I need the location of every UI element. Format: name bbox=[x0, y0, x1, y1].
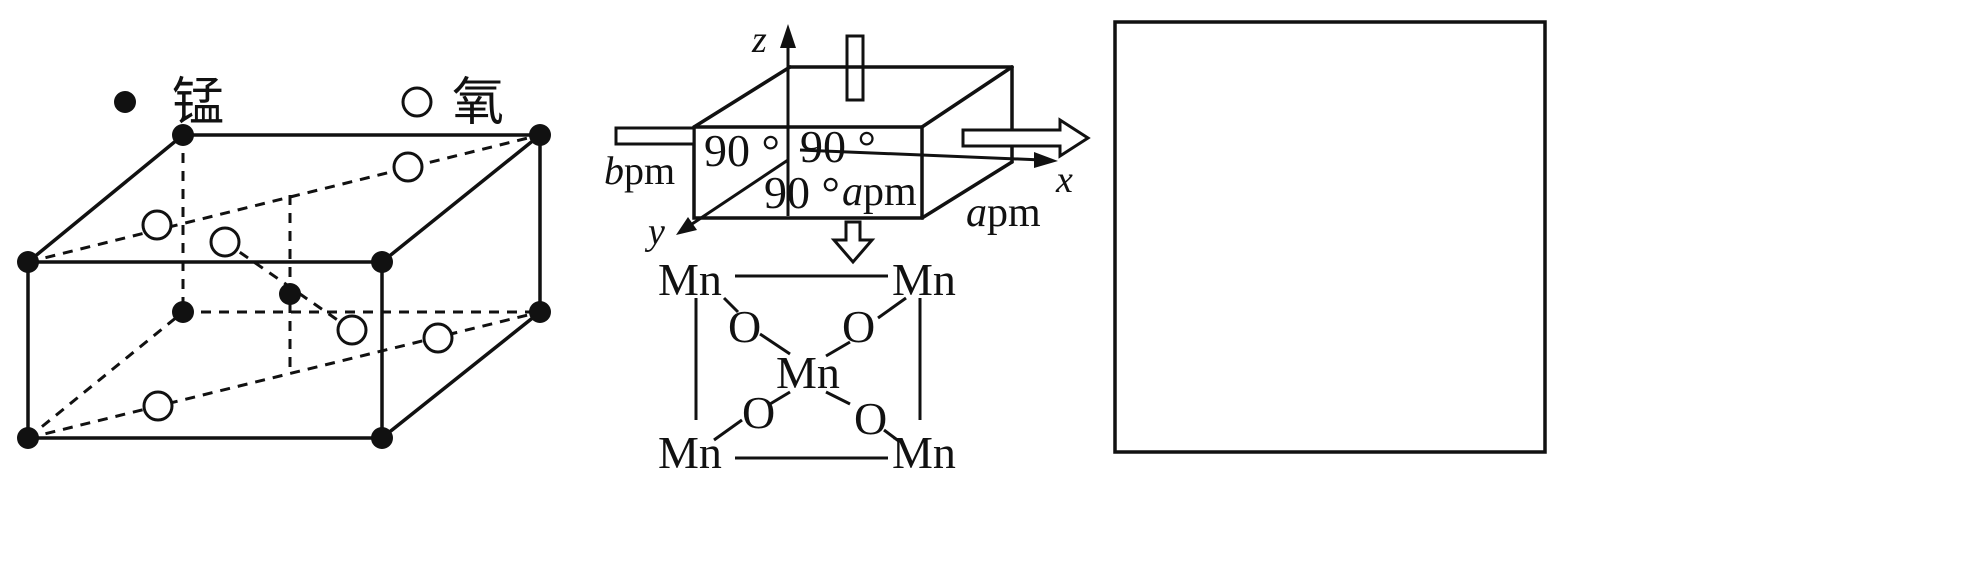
o-upper-left: O bbox=[728, 301, 761, 352]
o-upper-right: O bbox=[842, 301, 875, 352]
y-axis-arrow bbox=[676, 217, 697, 235]
manganese-legend-label: 锰 bbox=[172, 73, 224, 133]
down-hollow-arrow bbox=[830, 220, 876, 265]
mn-top-right: Mn bbox=[892, 254, 956, 305]
z-axis-arrow bbox=[780, 24, 796, 48]
z-axis-label: z bbox=[751, 19, 767, 61]
o-lower-right: O bbox=[854, 393, 887, 444]
mn-bottom-left: Mn bbox=[658, 427, 722, 478]
manganese-atoms bbox=[17, 124, 551, 449]
crystal-slab-diagram: z x y bpm 90 ° 90 ° 90 ° apm a bbox=[604, 19, 1091, 265]
a-inner-dimension-label: apm bbox=[842, 169, 917, 215]
a-outer-dimension-label: apm bbox=[966, 190, 1041, 236]
oxygen-legend-marker bbox=[401, 86, 433, 118]
mn-top-left: Mn bbox=[658, 254, 722, 305]
oxygen-atoms bbox=[141, 151, 454, 422]
o-lower-left: O bbox=[742, 387, 775, 438]
angle-label-2: 90 ° bbox=[800, 121, 876, 172]
angle-label-1: 90 ° bbox=[704, 125, 780, 176]
unit-cell-3d: 锰 氧 bbox=[17, 73, 551, 449]
oxygen-legend-label: 氧 bbox=[452, 73, 504, 133]
b-dimension-label: bpm bbox=[604, 148, 675, 193]
x-axis-label: x bbox=[1055, 159, 1073, 201]
left-bar bbox=[614, 126, 696, 146]
right-hollow-arrow bbox=[961, 117, 1091, 159]
mn-center: Mn bbox=[776, 347, 840, 398]
angle-label-3: 90 ° bbox=[764, 167, 840, 218]
y-axis-label: y bbox=[644, 211, 665, 253]
mn-bottom-right: Mn bbox=[892, 427, 956, 478]
projection-diagram: Mn Mn Mn Mn Mn O O O O bbox=[658, 254, 956, 478]
manganese-legend-marker bbox=[114, 91, 136, 113]
answer-box bbox=[1113, 20, 1547, 454]
x-axis-arrow bbox=[1034, 152, 1058, 168]
